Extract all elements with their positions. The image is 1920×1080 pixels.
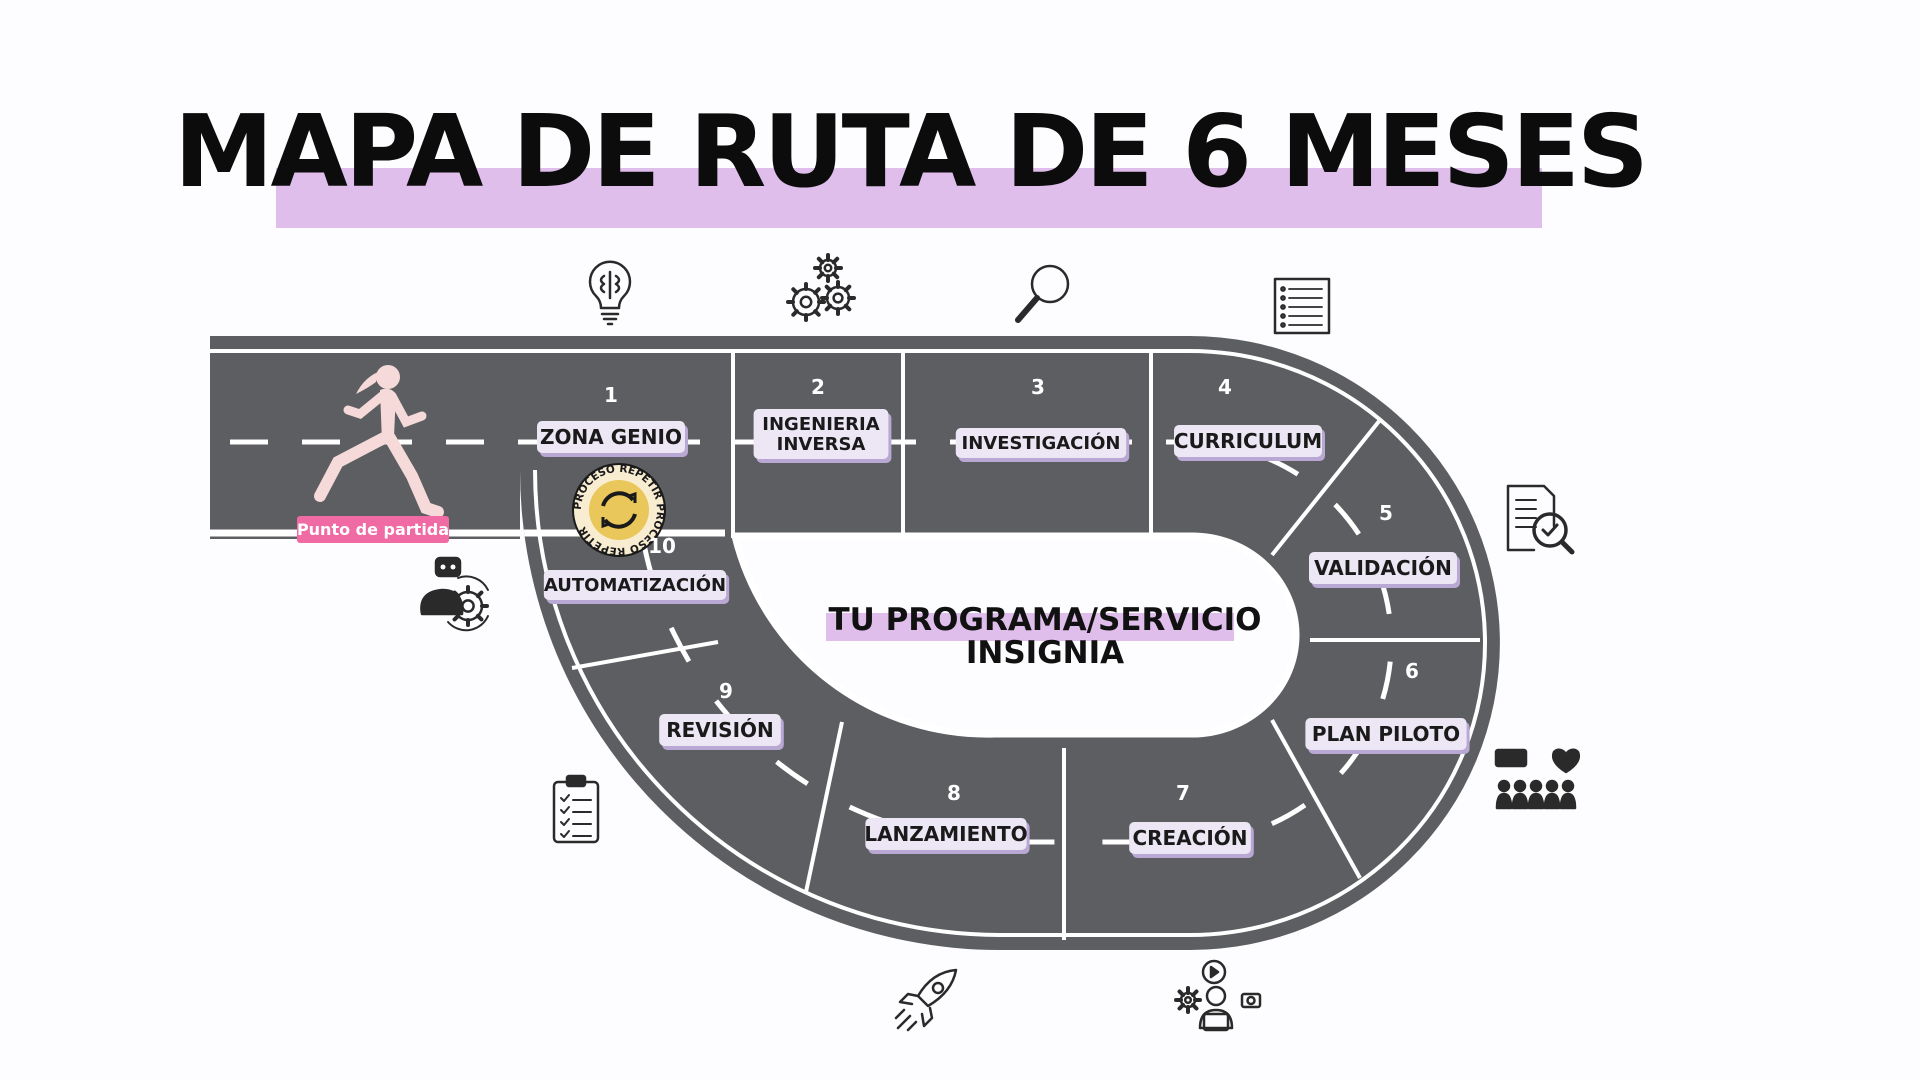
- clipboard-icon: [552, 774, 600, 844]
- road-segment-divider: [1270, 719, 1362, 879]
- step-number: 1: [604, 383, 618, 407]
- step-label: REVISIÓN: [666, 718, 774, 742]
- step-label: INVESTIGACIÓN: [962, 432, 1121, 454]
- step-label: AUTOMATIZACIÓN: [544, 574, 726, 596]
- step-label-box: [659, 714, 781, 746]
- start-badge: Punto de partida: [297, 516, 449, 543]
- step-number: 5: [1379, 501, 1393, 525]
- center-label: TU PROGRAMA/SERVICIO INSIGNIA: [826, 602, 1262, 671]
- step-number: 6: [1405, 659, 1419, 683]
- start-label: Punto de partida: [297, 520, 449, 539]
- step-label-box: [1305, 718, 1467, 750]
- title-block: MAPA DE RUTA DE 6 MESES: [0, 96, 1920, 246]
- step-label: PLAN PILOTO: [1312, 722, 1460, 746]
- step-label-box: [1174, 425, 1322, 457]
- step-label: VALIDACIÓN: [1314, 556, 1452, 580]
- center-highlight-bar: [826, 613, 1234, 641]
- step-label: CURRICULUM: [1174, 429, 1322, 453]
- gears-icon: [786, 253, 856, 322]
- step-label: LANZAMIENTO: [864, 822, 1027, 846]
- step-number: 7: [1176, 781, 1190, 805]
- center-label-line-1: TU PROGRAMA/SERVICIO: [828, 602, 1261, 638]
- step-label: INVERSA: [777, 434, 866, 455]
- step-number: 4: [1218, 375, 1232, 399]
- step-number: 8: [947, 781, 961, 805]
- document-check-icon: [1506, 484, 1575, 555]
- step-number: 9: [719, 679, 733, 703]
- runner-figure: [314, 365, 444, 518]
- road-segment-divider: [571, 640, 719, 670]
- road-segment-divider: [1270, 418, 1382, 557]
- brain-lightbulb-icon: [588, 260, 632, 326]
- step-label-box: [955, 428, 1127, 458]
- step-label: ZONA GENIO: [540, 425, 682, 449]
- robot-gear-icon: [420, 556, 489, 632]
- road-segment-divider: [804, 721, 844, 893]
- step-label-box: [753, 409, 889, 459]
- content-creator-icon: [1174, 959, 1262, 1032]
- step-number: 3: [1031, 375, 1045, 399]
- center-label-line-2: INSIGNIA: [966, 635, 1124, 671]
- step-label: INGENIERIA: [762, 414, 879, 435]
- step-label-box: [543, 570, 727, 600]
- step-label: CREACIÓN: [1132, 826, 1247, 850]
- step-label-box: [865, 818, 1027, 850]
- step-label-box: [1129, 822, 1251, 854]
- road-edge-line-outer: [210, 349, 1487, 937]
- step-label-box: [1309, 552, 1457, 584]
- rocket-icon: [894, 968, 958, 1032]
- title-highlight-bar: [276, 168, 1542, 228]
- feedback-people-icon: [1494, 748, 1580, 810]
- checklist-document-icon: [1273, 277, 1331, 335]
- repeat-process-badge: PROCESO REPETIR PROCESO REPETIR: [572, 463, 666, 557]
- page-title: MAPA DE RUTA DE 6 MESES: [174, 93, 1649, 210]
- magnifier-icon: [1015, 264, 1070, 323]
- step-label-box: [537, 421, 685, 453]
- step-number: 10: [648, 534, 676, 558]
- step-number: 2: [811, 375, 825, 399]
